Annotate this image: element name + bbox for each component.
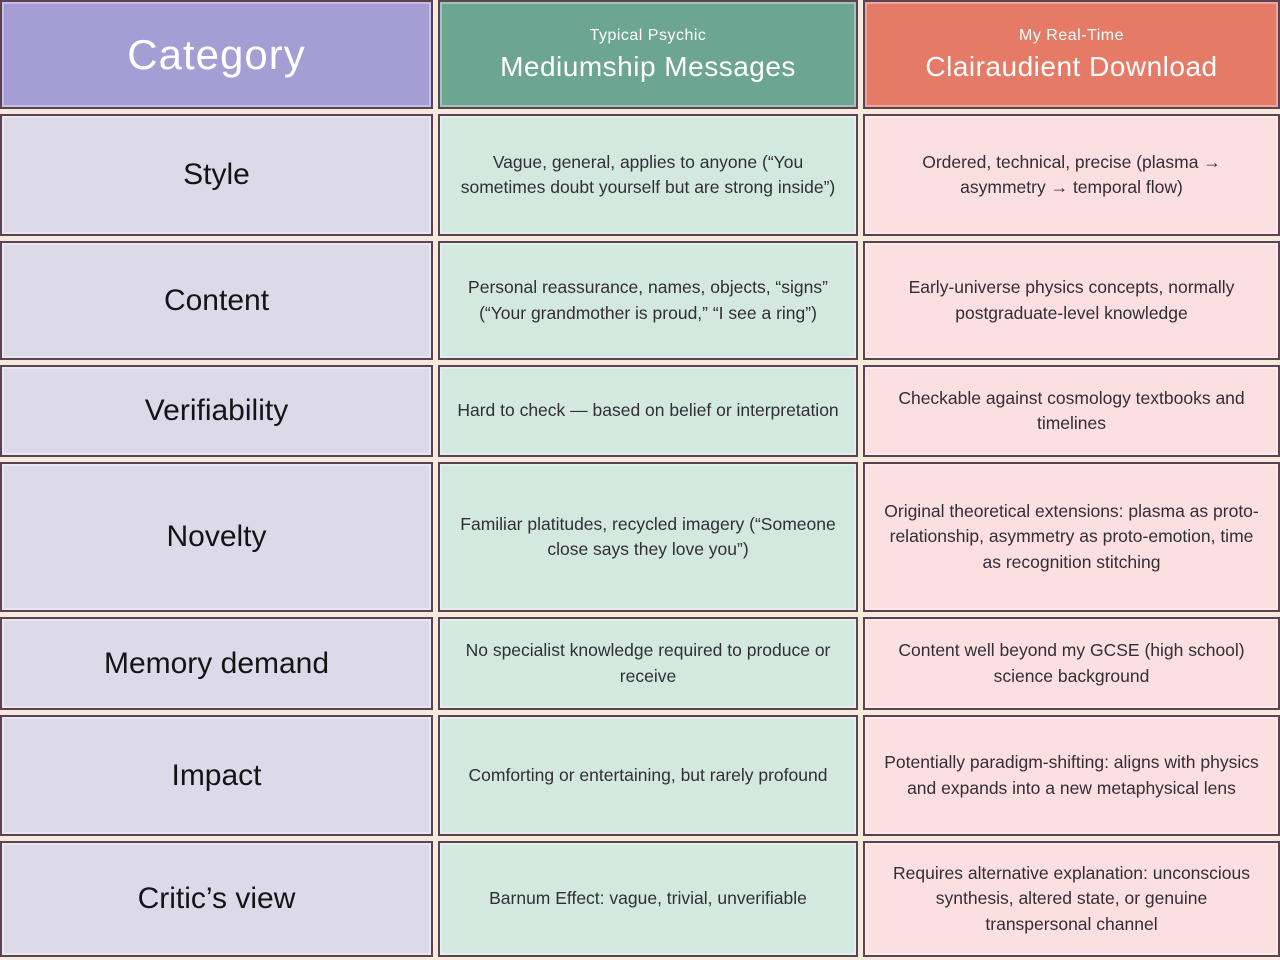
cell-style-psychic: Vague, general, applies to anyone (“You … <box>438 114 858 236</box>
row-label-impact: Impact <box>0 715 433 836</box>
header-psychic: Typical Psychic Mediumship Messages <box>438 0 858 109</box>
header-psychic-eyebrow: Typical Psychic <box>589 26 707 44</box>
header-clairaudient-title: Clairaudient Download <box>925 50 1218 82</box>
cell-impact-clairaudient: Potentially paradigm-shifting: aligns wi… <box>863 715 1280 836</box>
header-clairaudient: My Real-Time Clairaudient Download <box>863 0 1280 109</box>
cell-memory-demand-clairaudient: Content well beyond my GCSE (high school… <box>863 617 1280 710</box>
cell-content-psychic: Personal reassurance, names, objects, “s… <box>438 241 858 360</box>
cell-critics-view-psychic: Barnum Effect: vague, trivial, unverifia… <box>438 841 858 957</box>
cell-impact-psychic: Comforting or entertaining, but rarely p… <box>438 715 858 836</box>
cell-verifiability-psychic: Hard to check — based on belief or inter… <box>438 365 858 457</box>
cell-content-clairaudient: Early-universe physics concepts, normall… <box>863 241 1280 360</box>
row-label-style: Style <box>0 114 433 236</box>
header-psychic-title: Mediumship Messages <box>500 50 796 82</box>
header-category-title: Category <box>127 30 306 78</box>
header-clairaudient-eyebrow: My Real-Time <box>1019 26 1124 44</box>
cell-novelty-psychic: Familiar platitudes, recycled imagery (“… <box>438 462 858 612</box>
row-label-critics-view: Critic’s view <box>0 841 433 957</box>
cell-novelty-clairaudient: Original theoretical extensions: plasma … <box>863 462 1280 612</box>
header-category: Category <box>0 0 433 109</box>
cell-critics-view-clairaudient: Requires alternative explanation: uncons… <box>863 841 1280 957</box>
row-label-verifiability: Verifiability <box>0 365 433 457</box>
cell-style-clairaudient: Ordered, technical, precise (plasma → as… <box>863 114 1280 236</box>
row-label-content: Content <box>0 241 433 360</box>
row-label-novelty: Novelty <box>0 462 433 612</box>
row-label-memory-demand: Memory demand <box>0 617 433 710</box>
cell-verifiability-clairaudient: Checkable against cosmology textbooks an… <box>863 365 1280 457</box>
cell-memory-demand-psychic: No specialist knowledge required to prod… <box>438 617 858 710</box>
